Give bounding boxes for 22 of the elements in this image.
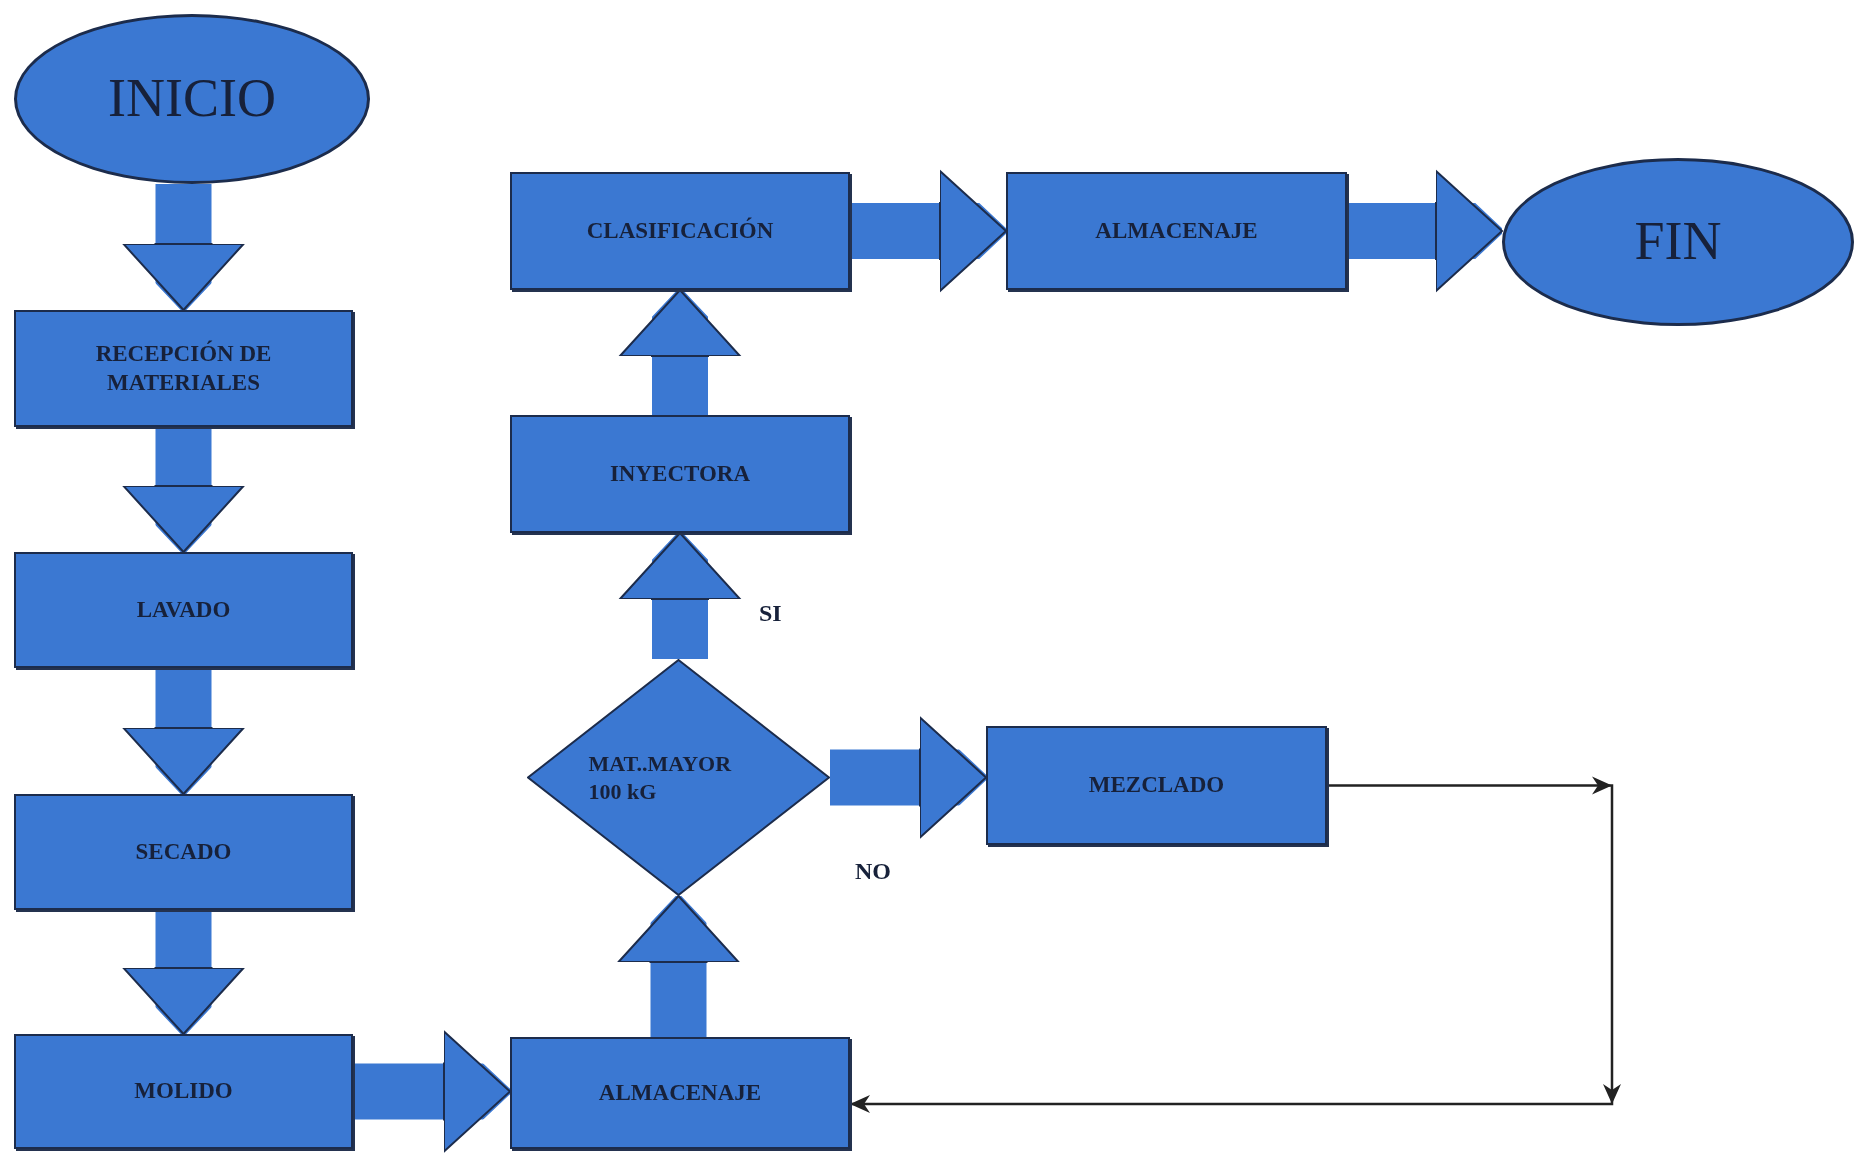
node-label: MEZCLADO xyxy=(1088,771,1225,800)
decision-diamond xyxy=(527,659,830,896)
node-label: RECEPCIÓN DE MATERIALES xyxy=(94,339,273,397)
process-box xyxy=(14,552,353,668)
process-box xyxy=(986,726,1327,845)
process-box xyxy=(510,1037,850,1149)
node-label: LAVADO xyxy=(136,595,231,624)
node-label: ALMACENAJE xyxy=(598,1078,762,1107)
node-label: ALMACENAJE xyxy=(1095,216,1258,245)
node-label: FIN xyxy=(1634,210,1722,274)
node-label: MOLIDO xyxy=(134,1077,233,1106)
node-label: SECADO xyxy=(135,837,232,866)
process-box xyxy=(14,1034,353,1149)
node-label: CLASIFICACIÓN xyxy=(586,216,774,245)
process-box xyxy=(14,794,353,910)
node-label: INYECTORA xyxy=(609,459,751,488)
node-label: MAT..MAYOR 100 kG xyxy=(588,750,733,805)
node-label: INICIO xyxy=(108,67,276,131)
process-box xyxy=(510,172,850,290)
process-box xyxy=(14,310,353,427)
process-box xyxy=(1006,172,1347,290)
process-box xyxy=(510,415,850,533)
